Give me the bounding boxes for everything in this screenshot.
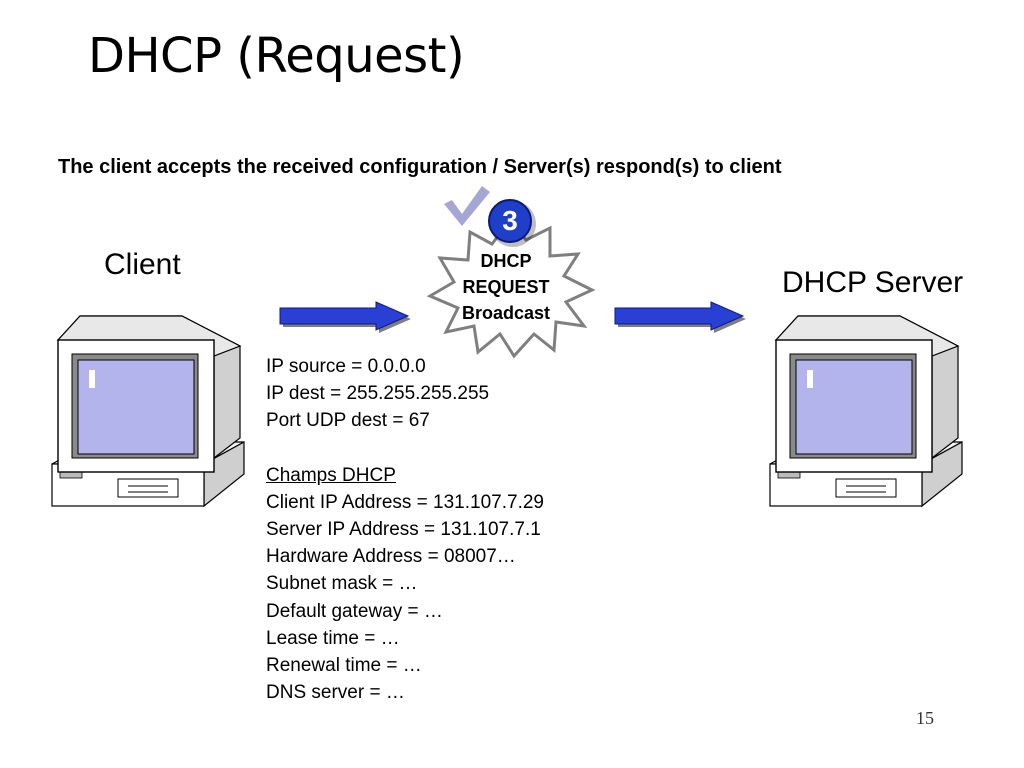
slide-title: DHCP (Request) (88, 28, 465, 84)
client-label: Client (104, 248, 181, 281)
field-hardware: Hardware Address = 08007… (266, 546, 516, 568)
fields-header: Champs DHCP (266, 464, 396, 486)
step-badge (488, 199, 532, 243)
server-computer-icon (769, 315, 963, 507)
field-lease: Lease time = … (266, 627, 400, 649)
arrow-left-icon (279, 301, 412, 334)
step-number: 3 (502, 205, 518, 236)
arrow-right-icon (614, 301, 747, 334)
field-dns: DNS server = … (266, 682, 405, 704)
slide-subtitle: The client accepts the received configur… (58, 156, 782, 178)
field-client-ip: Client IP Address = 131.107.7.29 (266, 491, 544, 513)
message-line-1: DHCP (480, 251, 532, 271)
page-number: 15 (916, 708, 934, 728)
field-subnet: Subnet mask = … (266, 573, 418, 595)
port-udp: Port UDP dest = 67 (266, 410, 430, 432)
client-computer-icon (51, 315, 245, 507)
field-server-ip: Server IP Address = 131.107.7.1 (266, 519, 541, 541)
packet-info: IP source = 0.0.0.0 IP dest = 255.255.25… (266, 353, 544, 706)
message-line-3: Broadcast (461, 303, 551, 323)
spacer (266, 435, 544, 462)
message-line-2: REQUEST (462, 277, 550, 297)
field-renewal: Renewal time = … (266, 655, 422, 677)
ip-source: IP source = 0.0.0.0 (266, 356, 426, 377)
starburst-shape (426, 217, 596, 359)
field-gateway: Default gateway = … (266, 600, 443, 622)
server-label: DHCP Server (782, 266, 964, 299)
check-icon (444, 186, 490, 226)
ip-dest: IP dest = 255.255.255.255 (266, 383, 490, 405)
message-label: DHCP REQUEST Broadcast (436, 248, 576, 326)
